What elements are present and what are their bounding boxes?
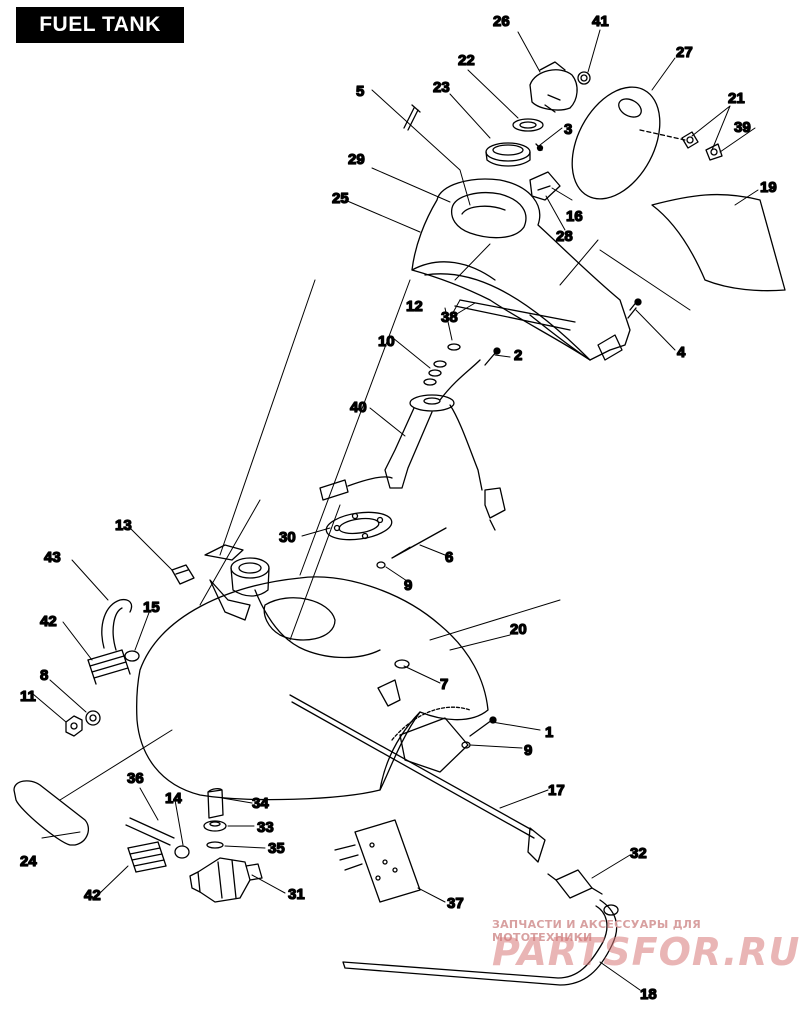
filler-gasket xyxy=(485,142,531,167)
inline-fuel-filter-32 xyxy=(547,869,603,899)
fuel-line-17 xyxy=(289,694,535,839)
callout-9-lower: 9 xyxy=(524,742,532,759)
callout-26: 26 xyxy=(493,13,510,30)
callout-28: 28 xyxy=(556,228,573,245)
cap-nut xyxy=(577,71,591,85)
gauge-bracket xyxy=(529,171,561,201)
callout-38: 38 xyxy=(441,309,458,326)
callout-21: 21 xyxy=(728,90,745,107)
nut-11 xyxy=(65,715,83,737)
mounting-stud-6 xyxy=(391,527,447,559)
vent-plate-37 xyxy=(334,819,421,903)
vent-hose-43 xyxy=(101,598,133,651)
washer-12 xyxy=(447,343,461,351)
callout-2: 2 xyxy=(514,347,522,364)
callout-22: 22 xyxy=(458,52,475,69)
callout-39: 39 xyxy=(734,119,751,136)
watermark-logo: PARTSFOR.RU xyxy=(492,930,800,974)
callout-1: 1 xyxy=(545,724,553,741)
callout-8: 8 xyxy=(40,667,48,684)
retaining-ring xyxy=(512,118,544,132)
callout-6: 6 xyxy=(445,549,453,566)
spring-42-lower xyxy=(127,841,167,873)
sender-gasket xyxy=(325,511,393,541)
callout-37: 37 xyxy=(447,895,464,912)
sender-screw-2 xyxy=(484,351,497,366)
callout-7: 7 xyxy=(440,676,448,693)
callout-10: 10 xyxy=(378,333,395,350)
watermark-tagline: ЗАПЧАСТИ И АКСЕССУАРЫ ДЛЯ МОТОТЕХНИКИ xyxy=(492,918,702,944)
tank-strap-24 xyxy=(13,780,89,846)
callout-3: 3 xyxy=(564,121,572,138)
gauge-face xyxy=(571,86,661,200)
tank-rear-mount xyxy=(399,717,469,773)
callout-29: 29 xyxy=(348,151,365,168)
callout-33: 33 xyxy=(257,819,274,836)
callout-41: 41 xyxy=(592,13,609,30)
callout-12: 12 xyxy=(406,298,423,315)
fuel-hose-36 xyxy=(125,817,175,846)
callout-40: 40 xyxy=(350,399,367,416)
callout-23: 23 xyxy=(433,79,450,96)
callout-15: 15 xyxy=(143,599,160,616)
leader-lines xyxy=(32,29,759,991)
bracket-7 xyxy=(377,679,401,707)
console-decal xyxy=(651,193,786,292)
callout-17: 17 xyxy=(548,782,565,799)
callout-4: 4 xyxy=(677,344,686,361)
spring-42-upper xyxy=(87,649,131,685)
fuel-line-18 xyxy=(342,899,619,986)
washers-10 xyxy=(423,360,447,386)
petcock-washer-35 xyxy=(206,841,224,849)
callout-labels: 26 41 27 5 22 23 21 3 39 29 19 25 16 28 … xyxy=(19,12,777,1003)
hose-clamp-14 xyxy=(174,845,190,859)
callout-34: 34 xyxy=(252,795,269,812)
diagram-title: FUEL TANK xyxy=(16,7,184,43)
callout-30: 30 xyxy=(279,529,296,546)
console-strip xyxy=(454,299,591,361)
mounting-clip-13 xyxy=(171,564,195,585)
callout-13: 13 xyxy=(115,517,132,534)
washer-9-upper xyxy=(376,561,386,569)
callout-16: 16 xyxy=(566,208,583,225)
hose-clamp-15 xyxy=(124,650,140,662)
fuel-tank-mount-area xyxy=(263,597,336,641)
console-screw-5 xyxy=(403,104,421,131)
callout-36: 36 xyxy=(127,770,144,787)
callout-35: 35 xyxy=(268,840,285,857)
petcock-filter-34 xyxy=(207,788,224,819)
callout-25: 25 xyxy=(332,190,349,207)
fuel-petcock-31 xyxy=(189,857,263,903)
washer-8 xyxy=(85,710,101,726)
callout-20: 20 xyxy=(510,621,527,638)
callout-19: 19 xyxy=(760,179,777,196)
fuel-tank-shell xyxy=(135,576,489,801)
callout-14: 14 xyxy=(165,790,182,807)
washer-7 xyxy=(394,659,410,669)
callout-5: 5 xyxy=(356,83,364,100)
callout-31: 31 xyxy=(288,886,305,903)
callout-27: 27 xyxy=(676,44,693,61)
fuel-cap xyxy=(529,61,578,113)
callout-24: 24 xyxy=(20,853,37,870)
callout-18: 18 xyxy=(640,986,657,1003)
callout-42-upper: 42 xyxy=(40,613,57,630)
callout-11: 11 xyxy=(20,688,36,705)
callout-43: 43 xyxy=(44,549,61,566)
screw-1 xyxy=(469,719,493,737)
console xyxy=(411,178,631,361)
filler-neck xyxy=(204,544,270,621)
callout-32: 32 xyxy=(630,845,647,862)
mounting-screw xyxy=(681,131,699,149)
fuel-gauge-sender xyxy=(319,359,506,531)
callout-9-upper: 9 xyxy=(404,577,412,594)
petcock-nut-33 xyxy=(203,820,227,832)
tank-rear-seam xyxy=(391,706,471,741)
callout-42-lower: 42 xyxy=(84,887,101,904)
